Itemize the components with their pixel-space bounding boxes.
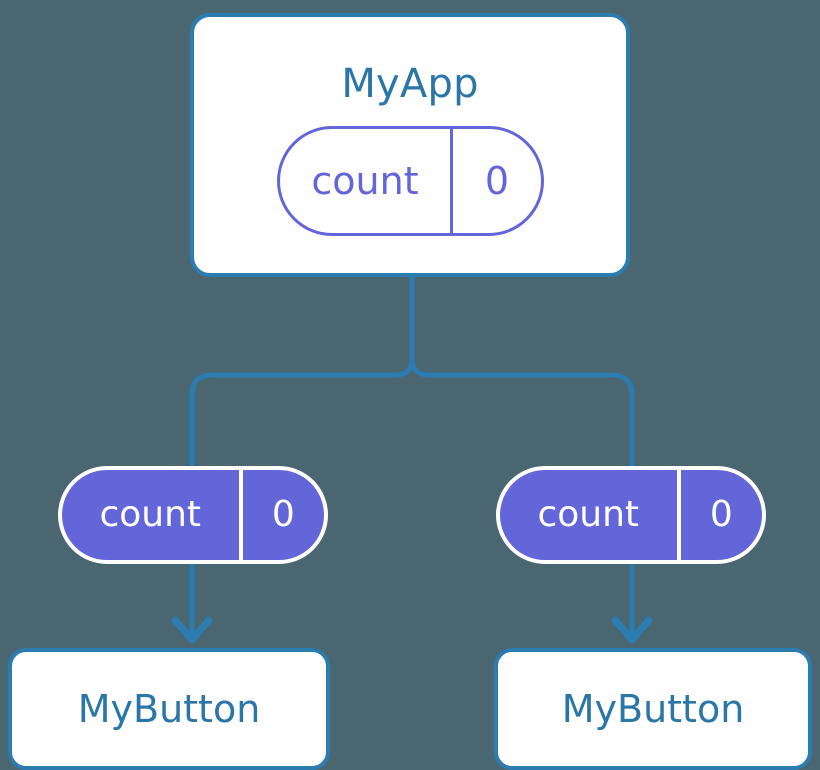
arrow-right-head [611,616,653,644]
child-state-key-left: count [99,494,202,535]
child-state-pill-left[interactable]: count 0 [58,466,328,564]
branch-apex-left [392,355,415,378]
child-state-value-left: 0 [238,470,324,560]
branch-apex-right [409,355,432,378]
root-state-key: count [311,159,419,203]
root-component-card[interactable]: MyApp [190,13,630,277]
branch-left [189,372,398,469]
child-component-title-right: MyButton [561,687,745,731]
child-component-title-left: MyButton [77,687,261,731]
root-state-pill[interactable]: count 0 [277,126,544,236]
root-state-value: 0 [450,129,541,233]
arrow-left-head [171,616,213,644]
child-state-key-right: count [537,494,640,535]
branch-right [426,372,635,469]
child-state-value-right: 0 [676,470,762,560]
child-state-pill-right[interactable]: count 0 [496,466,766,564]
root-component-title: MyApp [341,61,479,107]
child-component-card-right[interactable]: MyButton [494,648,812,770]
child-component-card-left[interactable]: MyButton [8,648,330,770]
